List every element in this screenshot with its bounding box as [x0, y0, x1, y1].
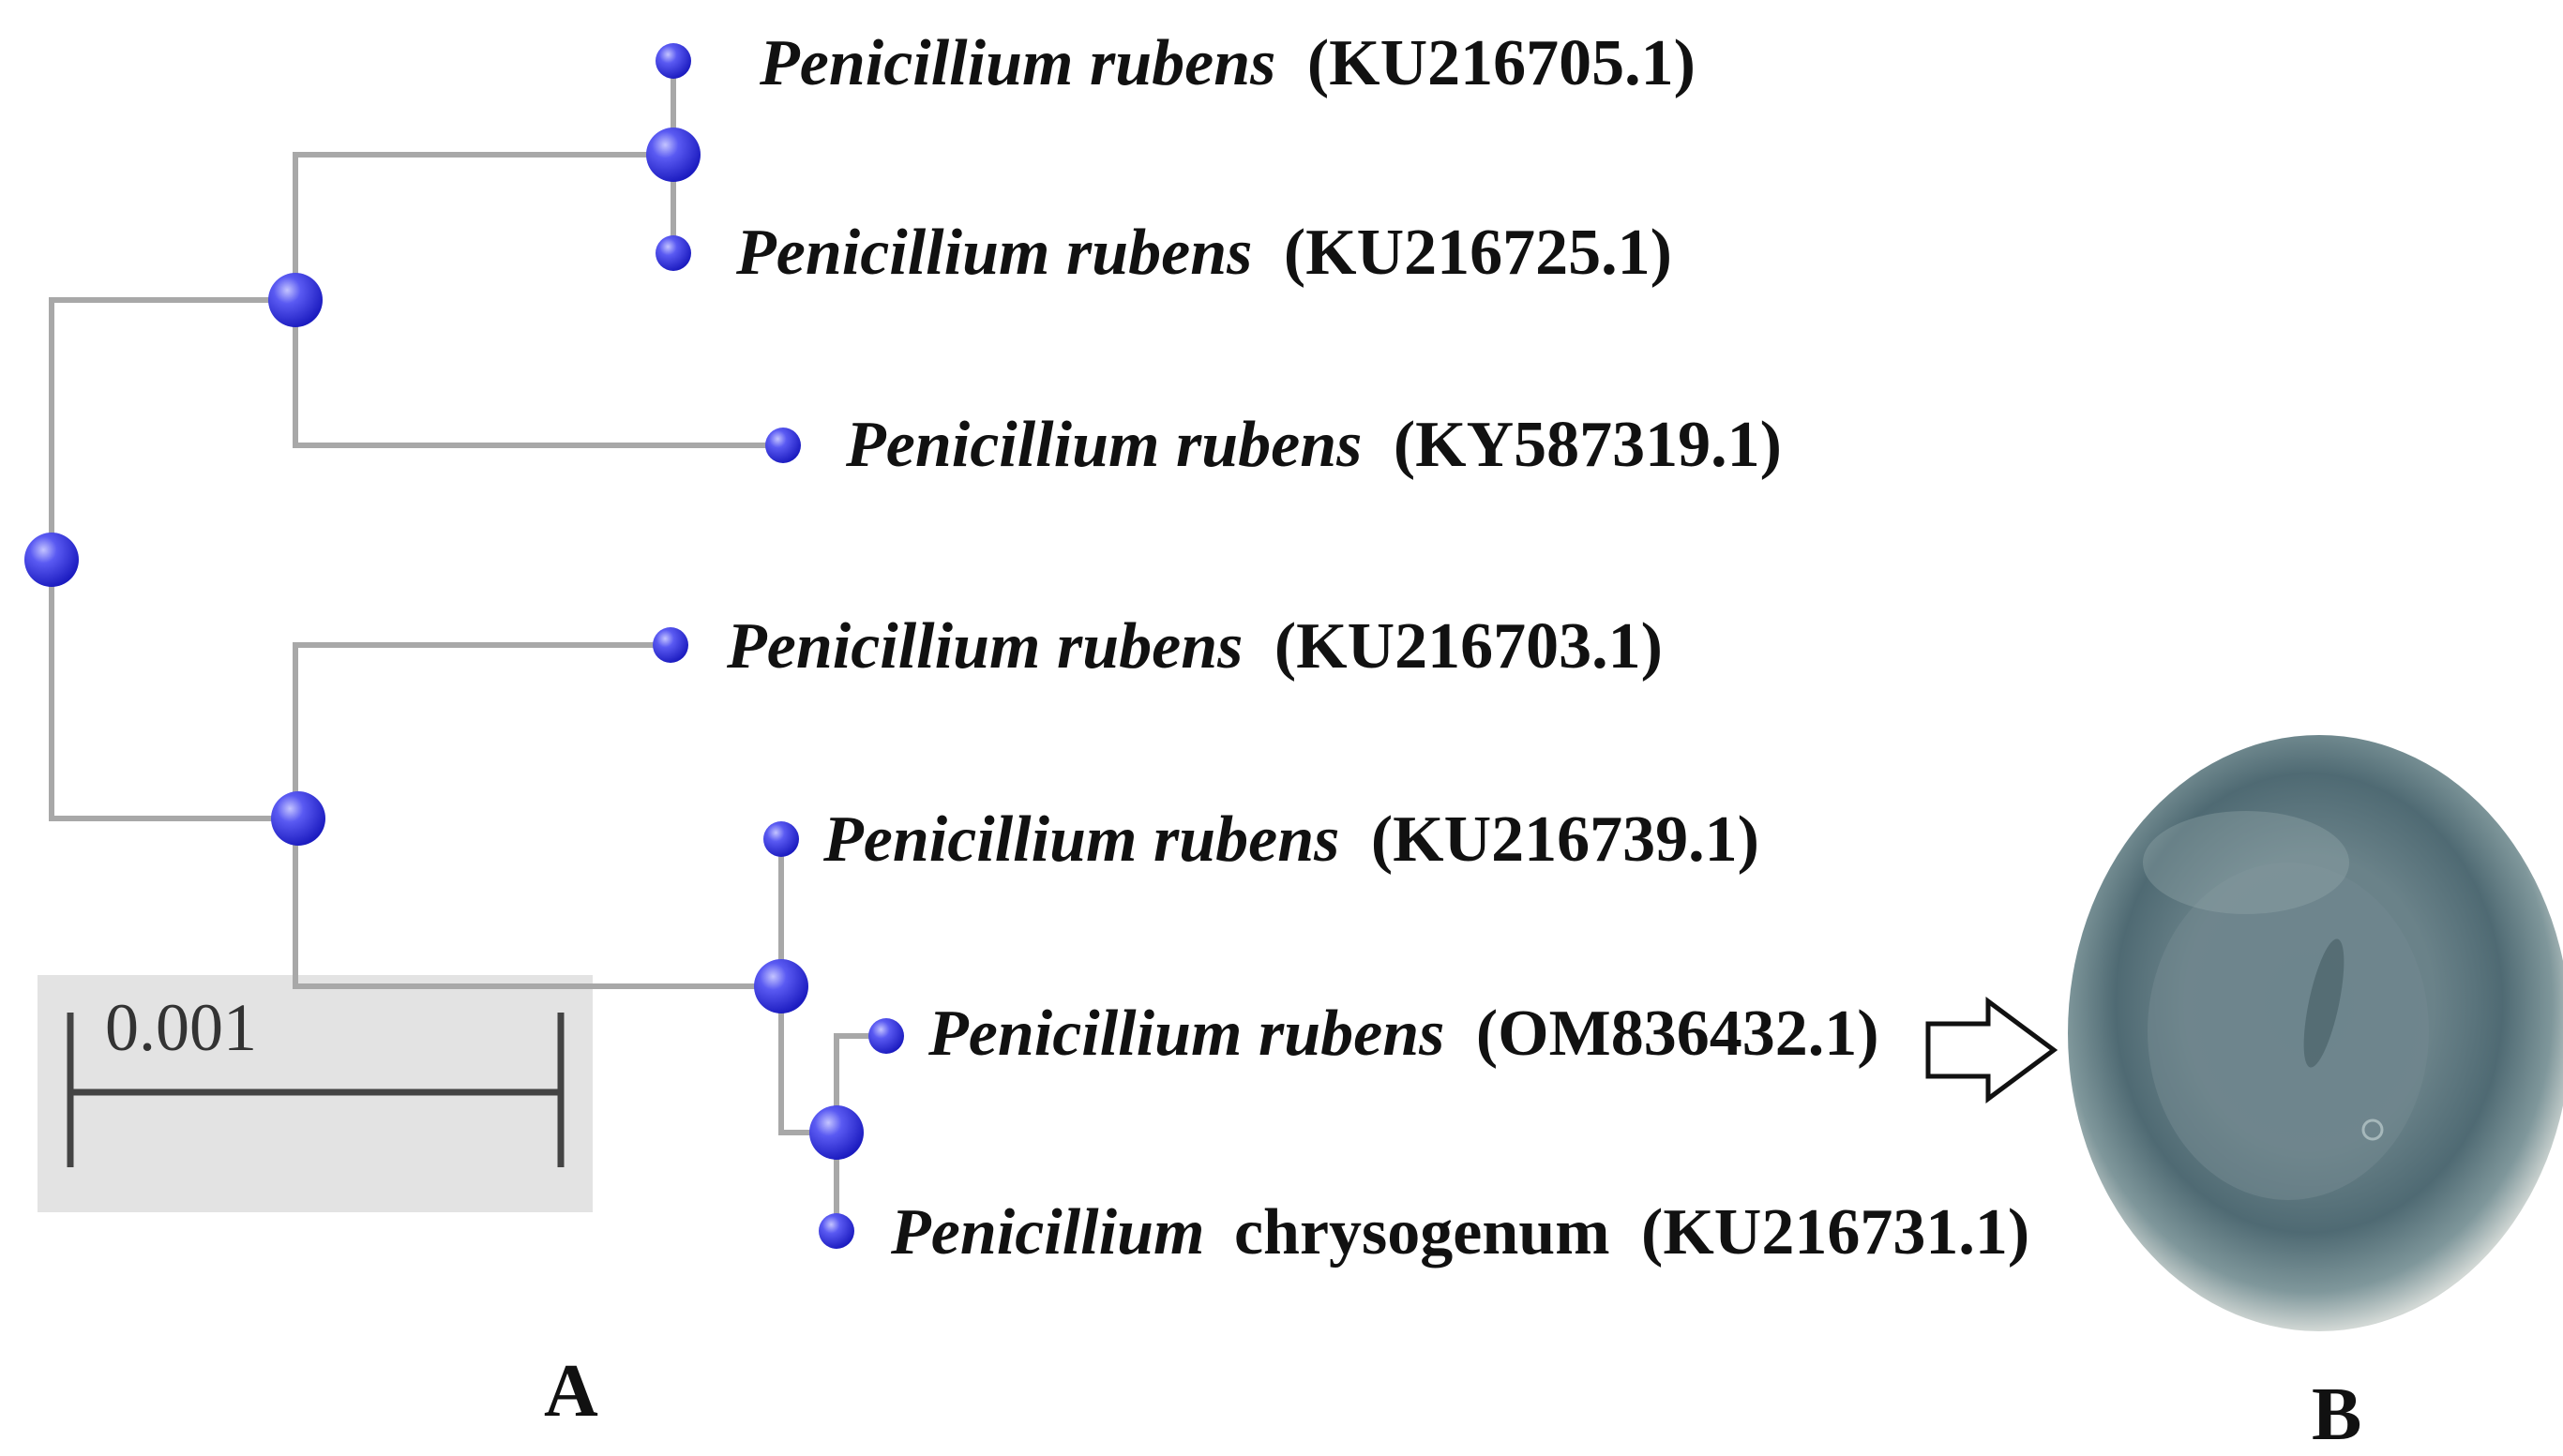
leaf-species: Penicillium rubens — [822, 803, 1339, 876]
leaf-species: Penicillium rubens — [845, 409, 1362, 481]
internal-node-upper-clade — [268, 273, 323, 327]
leaf-species-epithet: chrysogenum — [1234, 1196, 1610, 1268]
root-node — [24, 533, 79, 587]
tree-nodes — [24, 43, 904, 1249]
scale-label: 0.001 — [105, 990, 257, 1065]
phylogenetic-tree: 0.001 — [24, 27, 2029, 1433]
leaf-label: Penicillium chrysogenum (KU216731.1) — [890, 1196, 2029, 1268]
internal-node-lower-sub — [754, 959, 808, 1013]
arrow-right-icon — [1925, 997, 2058, 1103]
leaf-accession: (KU216725.1) — [1284, 217, 1672, 289]
leaf-accession: (KU216703.1) — [1274, 610, 1663, 683]
leaf-species: Penicillium rubens — [927, 998, 1444, 1070]
leaf-species: Penicillium rubens — [735, 217, 1252, 289]
colony-highlight — [2143, 811, 2349, 914]
leaf-node — [656, 43, 691, 79]
colony-center — [2148, 863, 2429, 1200]
leaf-accession: (KU216731.1) — [1641, 1196, 2029, 1268]
panel-b-label: B — [2312, 1373, 2361, 1456]
leaf-species: Penicillium rubens — [726, 610, 1243, 683]
leaf-node — [656, 235, 691, 271]
leaf-node — [765, 428, 801, 463]
leaf-node — [819, 1213, 854, 1249]
leaf-label: Penicillium rubens (KU216705.1) — [759, 27, 1696, 99]
leaf-node — [868, 1018, 904, 1054]
leaf-accession: (OM836432.1) — [1476, 998, 1879, 1070]
leaf-label: Penicillium rubens (KU216725.1) — [735, 217, 1672, 289]
leaf-label: Penicillium rubens (KY587319.1) — [845, 409, 1782, 481]
leaf-label: Penicillium rubens (KU216739.1) — [822, 803, 1759, 876]
leaf-labels: Penicillium rubens (KU216705.1) Penicill… — [726, 27, 2029, 1268]
leaf-species: Penicillium rubens — [759, 27, 1275, 99]
colony-image — [2068, 735, 2563, 1331]
colony-streak — [2303, 938, 2344, 1068]
colony-spot — [2361, 1118, 2384, 1141]
leaf-genus: Penicillium — [890, 1196, 1204, 1268]
internal-node-upper-pair — [646, 128, 701, 182]
leaf-node — [653, 627, 688, 663]
leaf-label: Penicillium rubens (KU216703.1) — [726, 610, 1663, 683]
leaf-accession: (KU216739.1) — [1371, 803, 1759, 876]
scale-bar — [67, 1013, 565, 1167]
leaf-label: Penicillium rubens (OM836432.1) — [927, 998, 1879, 1070]
leaf-accession: (KY587319.1) — [1394, 409, 1782, 481]
internal-node-lower-pair — [809, 1105, 864, 1160]
leaf-node — [763, 821, 799, 857]
panel-a-label: A — [544, 1350, 598, 1433]
leaf-accession: (KU216705.1) — [1307, 27, 1696, 99]
internal-node-lower-clade — [271, 791, 325, 846]
